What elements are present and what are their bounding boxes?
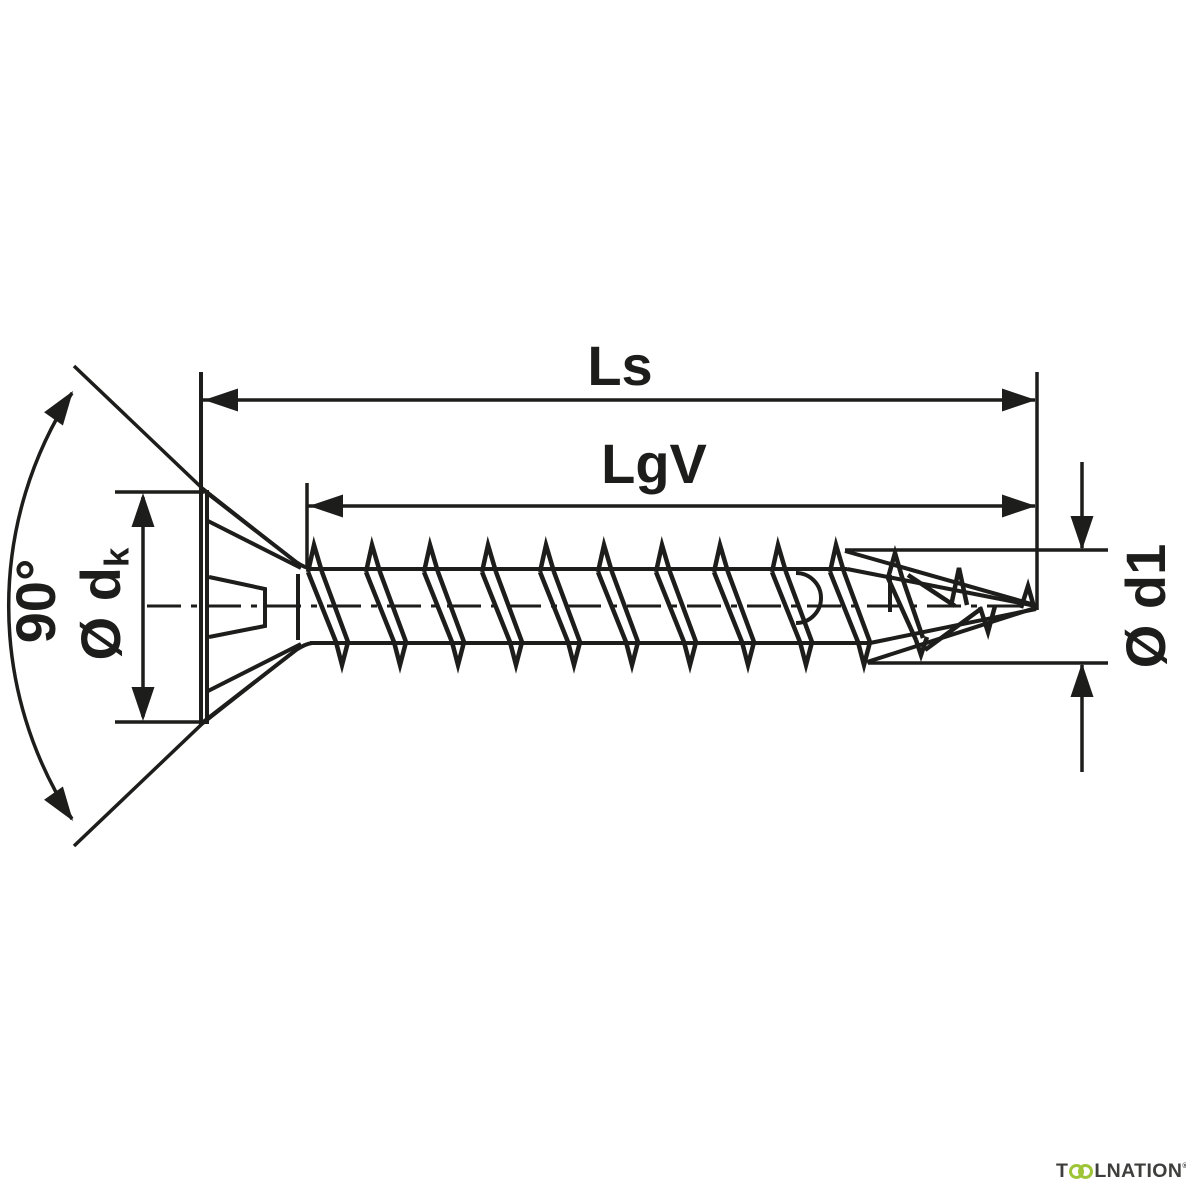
label-thread-length: LgV (601, 432, 707, 495)
label-outer-diameter: Ø d1 (1114, 543, 1177, 669)
label-head-angle: 90° (4, 558, 67, 644)
label-total-length: Ls (587, 334, 653, 397)
dimension-lgv (305, 483, 1038, 568)
logo-text-prefix: T (1056, 1160, 1069, 1182)
registered-mark: ® (1182, 1163, 1186, 1170)
dimension-dk (115, 490, 204, 724)
screw-head-outline (199, 372, 313, 725)
logo-text-suffix: LNATION (1094, 1160, 1183, 1182)
toolnation-logo: T LNATION® (1056, 1160, 1186, 1182)
dimension-ls (202, 372, 1039, 610)
thread-flights (305, 536, 1037, 674)
dimension-d1 (845, 462, 1108, 772)
drive-recess (208, 575, 267, 639)
chain-links-icon (1069, 1164, 1094, 1180)
label-head-diameter: Ø dk (69, 547, 137, 661)
label-head-diameter-prefix: Ø d (68, 566, 132, 661)
label-head-diameter-subscript: k (98, 547, 137, 567)
screw-shank (310, 549, 1037, 664)
